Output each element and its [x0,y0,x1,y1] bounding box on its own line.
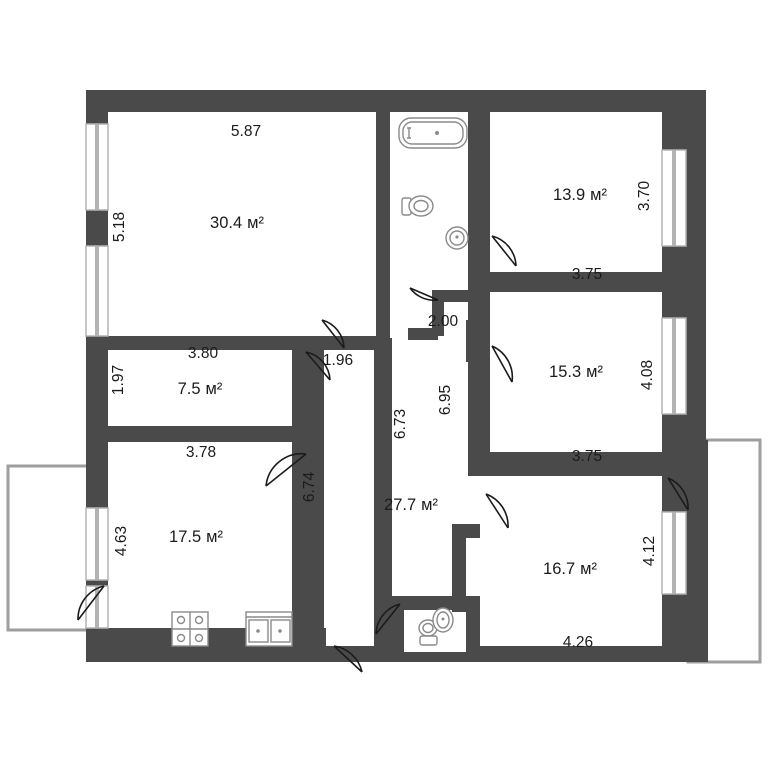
sink-icon-main [445,226,469,250]
bathtub-icon [398,117,468,149]
room-corridor-upper [390,338,468,456]
door-entrance [333,645,363,673]
door-balcony-right [667,477,689,511]
room-bedroom-upper-right [490,112,662,272]
room-bedroom-lower-right [466,476,662,646]
door-bathroom-main [409,287,439,302]
kitchen-sink-icon [245,611,293,647]
dimension-bathroom-width: 2.00 [428,313,459,330]
balcony-door-left [85,585,109,629]
door-living-room [321,319,345,349]
dimension-living-top: 5.87 [231,123,261,140]
dimension-bedroom-ur-right: 3.70 [636,181,653,212]
dimension-corridor-left: 6.74 [301,472,318,503]
fixtures [171,117,469,647]
window-kitchen [85,507,109,581]
room-interiors [108,112,662,652]
dimension-corridor-upper: 1.96 [323,352,353,369]
window-left-lower [85,245,109,337]
stove-icon [171,611,209,647]
room-closet [108,348,292,426]
dimension-kitchen-top: 3.78 [186,444,216,461]
dimension-bedroom-mr-bottom: 3.75 [572,448,602,465]
door-closet [305,351,331,381]
dimension-closet-left: 1.97 [110,365,127,395]
dimension-hall-left: 6.73 [392,409,409,439]
balcony-left [6,464,96,632]
sink-icon-second [432,607,454,633]
door-bedroom-upper-right [491,235,517,267]
dimension-bedroom-lr-right: 4.12 [641,536,658,566]
door-bedroom-mid-right [491,345,514,383]
dimension-labels: 5.87 5.18 3.70 3.75 2.00 3.80 1.97 1.96 … [110,123,658,651]
room-living-room [108,112,376,336]
dimension-bedroom-lr-bottom: 4.26 [563,634,593,651]
doors [77,235,689,673]
dimension-bedroom-mr-right: 4.08 [639,360,656,390]
door-bedroom-lower-right [485,493,509,529]
dimension-closet-top: 3.80 [188,345,219,362]
windows [85,123,687,629]
room-corridor-vertical [322,338,374,646]
door-balcony-left [77,585,105,621]
window-right-mid [661,317,687,415]
dimension-hall-right: 6.95 [437,385,454,415]
door-bathroom-second [375,603,401,635]
room-kitchen [108,442,292,628]
dimension-living-left: 5.18 [111,212,128,242]
room-bedroom-mid-right [490,292,662,452]
dimension-bedroom-ur-bottom: 3.75 [572,266,602,283]
window-right-upper [661,149,687,247]
door-kitchen [265,452,307,487]
dimension-kitchen-left: 4.63 [113,526,130,556]
window-right-lower [661,511,687,595]
window-left-upper [85,123,109,211]
toilet-icon-main [401,195,434,217]
